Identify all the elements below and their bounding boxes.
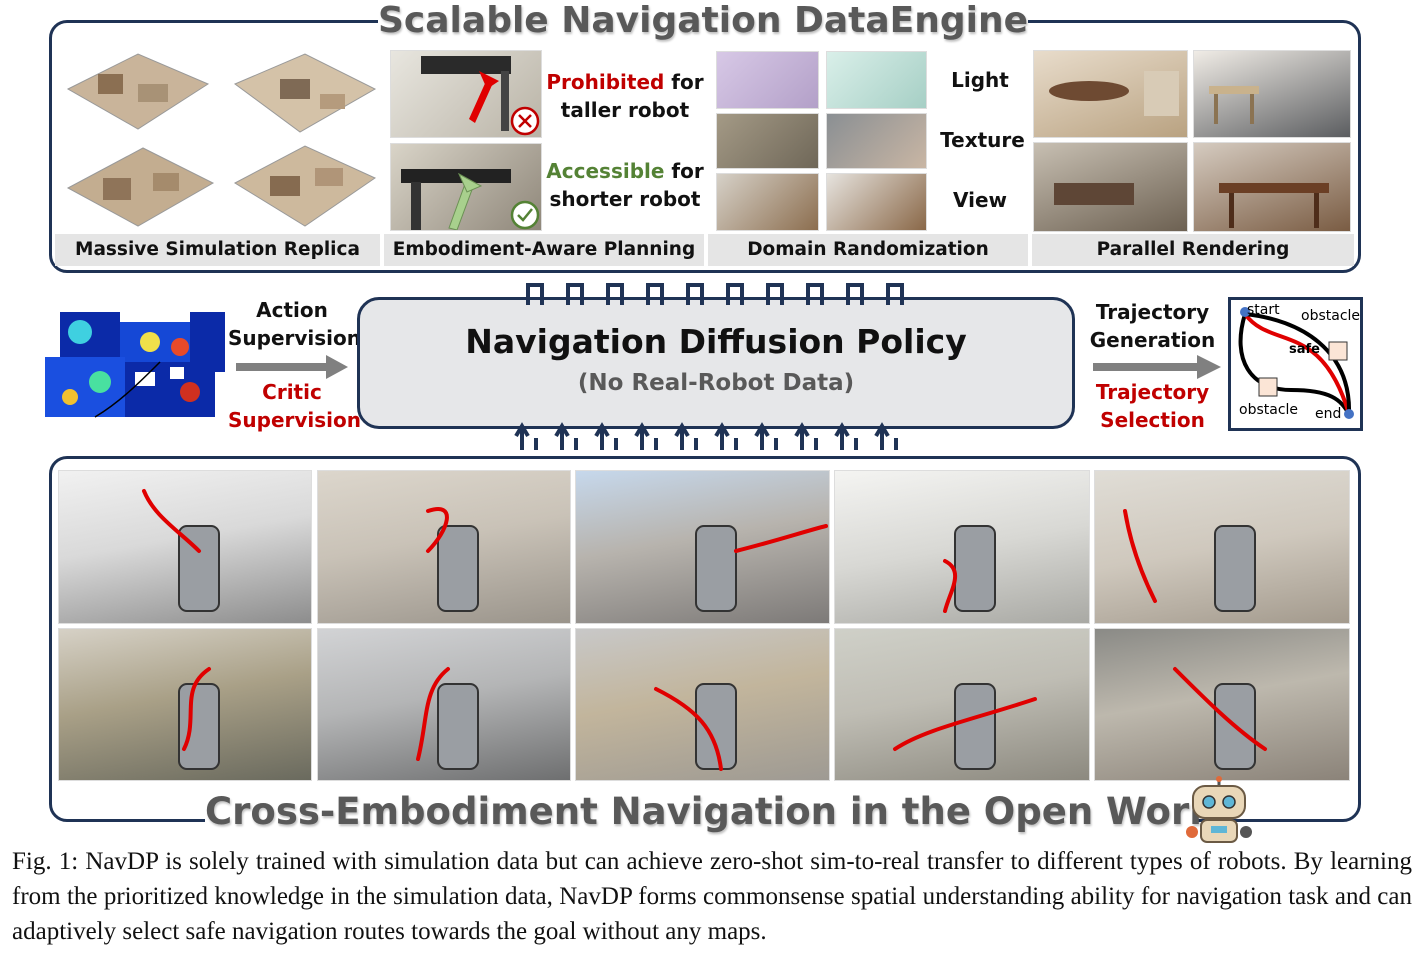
navigation-diffusion-policy-box	[357, 297, 1075, 429]
top-input-arrows	[520, 279, 920, 305]
input-arrow-top	[726, 283, 744, 305]
robot-figure	[437, 525, 479, 612]
robot-mascot-icon	[1183, 776, 1255, 846]
prohibited-text: Prohibited for taller robot	[546, 70, 704, 122]
parallel-render-3	[1033, 142, 1188, 232]
input-arrow-top	[886, 283, 904, 305]
trajectory-curve	[416, 667, 450, 761]
data-engine-title: Scalable Navigation DataEngine	[378, 0, 1028, 44]
real-world-photo	[58, 628, 312, 781]
real-world-photo	[317, 628, 571, 781]
policy-title: Navigation Diffusion Policy	[465, 322, 967, 361]
trajectory-curve	[734, 524, 828, 553]
robot-figure	[954, 683, 996, 770]
input-arrow-bottom	[714, 422, 738, 450]
trajectory-curve	[1173, 667, 1267, 751]
real-world-photo	[1094, 628, 1350, 781]
real-world-photo	[834, 470, 1090, 624]
input-arrow-top	[806, 283, 824, 305]
figure-caption: Fig. 1: NavDP is solely trained with sim…	[12, 848, 1412, 945]
input-arrow-bottom	[514, 422, 538, 450]
input-arrow-top	[766, 283, 784, 305]
policy-subtitle: (No Real-Robot Data)	[577, 370, 855, 396]
randomization-texture-2	[826, 113, 927, 169]
critic-heatmap-map	[40, 302, 230, 432]
right-generation-arrow	[1093, 355, 1221, 379]
input-arrow-bottom	[834, 422, 858, 450]
diagram-safe-label: safe	[1289, 342, 1320, 357]
diagram-obstacle-label-bottom: obstacle	[1239, 402, 1299, 418]
trajectory-curve	[142, 489, 201, 553]
input-arrow-top	[566, 283, 584, 305]
label-domain-randomization: Domain Randomization	[708, 234, 1028, 266]
input-arrow-bottom	[674, 422, 698, 450]
randomization-texture-label: Texture	[940, 128, 1025, 152]
randomization-view-2	[826, 173, 927, 231]
randomization-view-label: View	[952, 188, 1008, 212]
shorter-robot-scene	[390, 143, 542, 231]
robot-figure	[1214, 525, 1256, 612]
randomization-texture-1	[716, 113, 819, 169]
input-arrow-bottom	[634, 422, 658, 450]
trajectory-curve	[182, 667, 211, 751]
diagram-start-label: start	[1247, 302, 1280, 318]
trajectory-curve	[943, 559, 957, 613]
input-arrow-bottom	[594, 422, 618, 450]
accessible-text: Accessible for shorter robot	[546, 159, 704, 211]
diagram-end-label: end	[1315, 406, 1342, 422]
label-massive-simulation-replica: Massive Simulation Replica	[55, 234, 380, 266]
real-world-photo	[58, 470, 312, 624]
input-arrow-bottom	[554, 422, 578, 450]
taller-robot-scene	[390, 50, 542, 138]
left-supervision-arrow	[236, 355, 348, 379]
robot-figure	[437, 683, 479, 770]
open-world-title: Cross-Embodiment Navigation in the Open …	[205, 786, 1228, 838]
label-embodiment-aware-planning: Embodiment-Aware Planning	[384, 234, 704, 266]
input-arrow-top	[646, 283, 664, 305]
parallel-render-1	[1033, 50, 1188, 138]
robot-figure	[695, 683, 737, 770]
real-world-photo	[834, 628, 1090, 781]
robot-figure	[954, 525, 996, 612]
sim-replica-render-2	[230, 44, 380, 136]
trajectory-curve	[426, 507, 449, 553]
input-arrow-top	[526, 283, 544, 305]
parallel-render-4	[1193, 142, 1351, 232]
randomization-view-1	[716, 173, 819, 231]
trajectory-curve	[893, 697, 1037, 751]
trajectory-curve	[654, 687, 723, 771]
input-arrow-top	[606, 283, 624, 305]
bottom-input-arrows	[512, 416, 922, 452]
real-world-photo	[575, 628, 830, 781]
robot-figure	[178, 525, 220, 612]
real-world-photo	[575, 470, 830, 624]
input-arrow-top	[846, 283, 864, 305]
real-world-photo	[1094, 470, 1350, 624]
diagram-obstacle-label-top: obstacle	[1301, 308, 1361, 324]
input-arrow-top	[686, 283, 704, 305]
parallel-render-2	[1193, 50, 1351, 138]
input-arrow-bottom	[754, 422, 778, 450]
input-arrow-bottom	[794, 422, 818, 450]
label-parallel-rendering: Parallel Rendering	[1032, 234, 1354, 266]
sim-replica-render-1	[58, 44, 218, 136]
sim-replica-render-4	[230, 138, 380, 230]
input-arrow-bottom	[874, 422, 898, 450]
sim-replica-render-3	[58, 138, 218, 230]
trajectory-selection-diagram: start obstacle safe obstacle end	[1228, 297, 1363, 431]
randomization-light-2	[826, 51, 927, 109]
trajectory-curve	[1123, 509, 1157, 603]
robot-figure	[178, 683, 220, 770]
randomization-light-label: Light	[951, 68, 1009, 92]
robot-figure	[695, 525, 737, 612]
real-world-photo	[317, 470, 571, 624]
accessible-check-icon	[510, 200, 540, 230]
prohibited-x-icon	[510, 106, 540, 136]
randomization-light-1	[716, 51, 819, 109]
